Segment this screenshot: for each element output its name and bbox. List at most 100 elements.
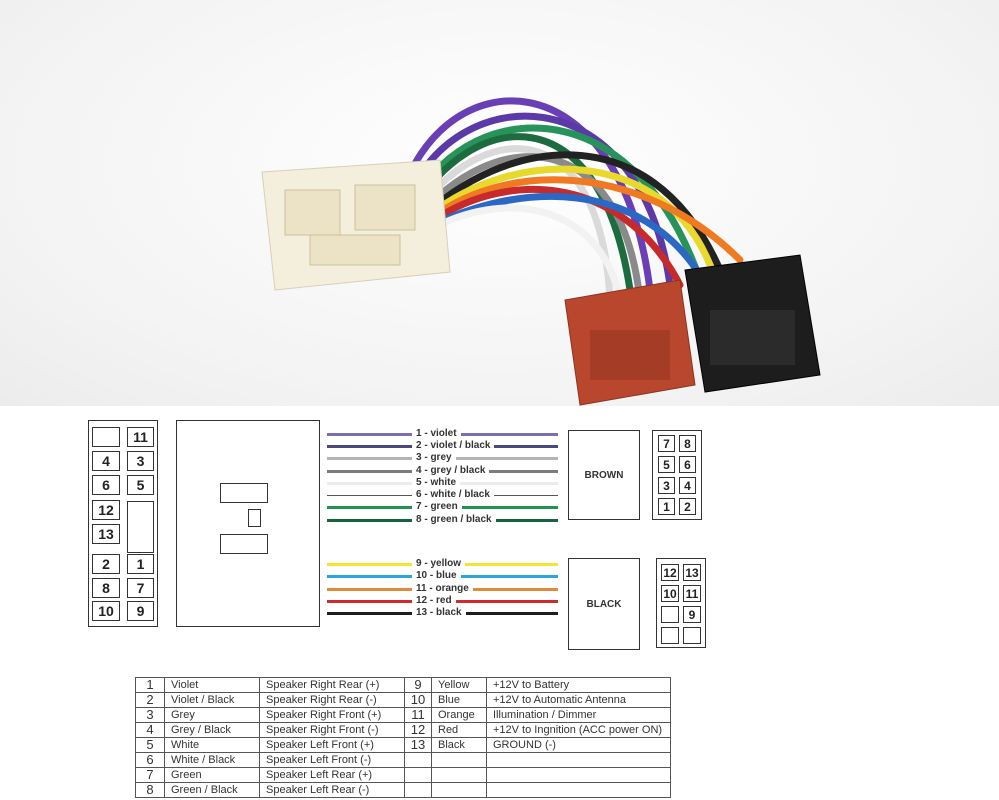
- connector-side-view: [176, 420, 320, 627]
- wire-row: 10 - blue: [327, 570, 558, 582]
- wire-line: [489, 469, 558, 473]
- wire-label: 13 - black: [416, 607, 462, 618]
- wire-line: [327, 494, 412, 496]
- wire-line: [327, 505, 412, 509]
- wire-color-cell: [431, 752, 487, 768]
- pin-slot: 11: [683, 585, 701, 602]
- pin-slot: 9: [127, 601, 154, 621]
- wire-line: [455, 456, 558, 460]
- wire-line: [327, 456, 412, 460]
- pin-slot: 5: [658, 456, 675, 473]
- wire-label: 12 - red: [416, 595, 452, 606]
- wire-row: 6 - white / black: [327, 489, 558, 501]
- wire-line: [455, 599, 558, 603]
- head-unit-connector-pinout: 4 6 12 13 2 8 10 11 3 5 1 7 9: [88, 420, 158, 627]
- wire-label: 8 - green / black: [416, 514, 492, 525]
- function-cell: Speaker Left Front (-): [259, 752, 405, 768]
- wire-color-cell: Grey: [164, 707, 260, 723]
- pin-slot: 1: [127, 554, 154, 574]
- black-connector-pinout: 12 13 10 11 9: [656, 558, 706, 648]
- pin-number-cell: 3: [135, 707, 165, 723]
- pin-slot: 10: [661, 585, 679, 602]
- pin-slot: [127, 501, 154, 553]
- pin-slot: 6: [92, 475, 120, 495]
- pin-slot: 6: [679, 456, 696, 473]
- wire-label: 9 - yellow: [416, 558, 462, 569]
- wire-line: [327, 432, 412, 436]
- wire-line: [465, 562, 558, 566]
- pin-number-cell: 2: [135, 692, 165, 708]
- function-cell: +12V to Battery: [486, 677, 671, 693]
- pin-slot: 8: [92, 578, 120, 598]
- latch-slot: [248, 509, 261, 527]
- pin-number-cell: 9: [404, 677, 432, 693]
- wire-row: 8 - green / black: [327, 514, 558, 526]
- pin-slot: 10: [92, 601, 120, 621]
- wire-label: 3 - grey: [416, 452, 452, 463]
- wire-color-cell: [431, 767, 487, 783]
- pin-number-cell: 1: [135, 677, 165, 693]
- latch-slot: [220, 483, 268, 503]
- pin-slot: 7: [127, 578, 154, 598]
- pin-number-cell: 13: [404, 737, 432, 753]
- wire-line: [460, 574, 558, 578]
- wire-color-cell: Blue: [431, 692, 487, 708]
- wire-line: [327, 481, 412, 485]
- wire-line: [327, 518, 412, 522]
- wire-color-cell: Green / Black: [164, 782, 260, 798]
- wire-row: 5 - white: [327, 477, 558, 489]
- function-cell: Speaker Left Front (+): [259, 737, 405, 753]
- function-cell: Speaker Right Rear (+): [259, 677, 405, 693]
- function-cell: [486, 767, 671, 783]
- wire-label: 7 - green: [416, 501, 458, 512]
- wire-label: 2 - violet / black: [416, 440, 491, 451]
- pin-slot: 3: [658, 477, 675, 494]
- wire-row: 12 - red: [327, 595, 558, 607]
- wire-color-cell: Red: [431, 722, 487, 738]
- wire-label: 1 - violet: [416, 428, 457, 439]
- wire-line: [327, 599, 412, 603]
- wire-color-cell: White / Black: [164, 752, 260, 768]
- pin-number-cell: 4: [135, 722, 165, 738]
- wire-row: 9 - yellow: [327, 558, 558, 570]
- wire-label: 6 - white / black: [416, 489, 490, 500]
- pin-slot: 12: [92, 500, 120, 520]
- pin-slot: 8: [679, 435, 696, 452]
- pin-slot: 9: [683, 606, 701, 623]
- pin-number-cell: 8: [135, 782, 165, 798]
- brown-connector-body: BROWN: [568, 430, 640, 520]
- pin-number-cell: [404, 752, 432, 768]
- pin-slot: 13: [683, 564, 701, 581]
- wire-label: 5 - white: [416, 477, 457, 488]
- wire-row: 13 - black: [327, 607, 558, 619]
- function-cell: Illumination / Dimmer: [486, 707, 671, 723]
- brown-connector-pinout: 7 8 5 6 3 4 1 2: [652, 430, 702, 520]
- wire-row: 2 - violet / black: [327, 440, 558, 452]
- pin-slot: 4: [679, 477, 696, 494]
- wire-line: [327, 469, 412, 473]
- pin-number-cell: 11: [404, 707, 432, 723]
- wire-line: [461, 505, 558, 509]
- pin-slot: 2: [92, 554, 120, 574]
- wire-row: 7 - green: [327, 501, 558, 513]
- wire-line: [465, 611, 558, 615]
- wire-color-cell: Violet / Black: [164, 692, 260, 708]
- wire-line: [494, 444, 558, 448]
- wire-color-cell: Grey / Black: [164, 722, 260, 738]
- pin-slot: 2: [679, 498, 696, 515]
- wire-label: 11 - orange: [416, 583, 469, 594]
- wire-row: 3 - grey: [327, 452, 558, 464]
- function-cell: Speaker Left Rear (-): [259, 782, 405, 798]
- pin-number-cell: [404, 782, 432, 798]
- pin-slot: [661, 606, 679, 623]
- pin-slot: 13: [92, 524, 120, 544]
- pin-slot: 11: [127, 427, 154, 447]
- pin-slot: 12: [661, 564, 679, 581]
